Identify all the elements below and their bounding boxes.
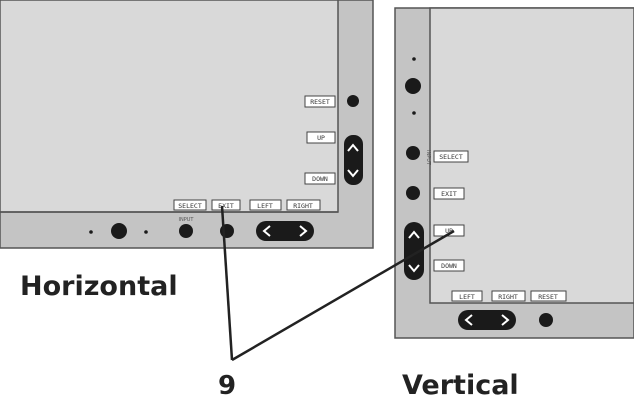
horizontal-label-box-exit [211, 199, 241, 211]
horizontal-label-box-up [306, 131, 336, 144]
horizontal-updown-rocker [344, 135, 363, 185]
horizontal-label-right: RIGHT [293, 202, 313, 210]
horizontal-label-exit: EXIT [218, 202, 234, 210]
chevron-down-icon [347, 169, 359, 178]
vertical-label-box-down [433, 259, 465, 272]
vertical-power-button [405, 78, 421, 94]
vertical-label-box-select [433, 150, 469, 163]
vertical-label-select: SELECT [439, 153, 463, 161]
horizontal-label-down: DOWN [312, 175, 328, 183]
horizontal-monitor: RESET UP DOWN SELECT EXIT LEFT RIGHT INP… [0, 0, 374, 249]
vertical-monitor: INPUT SELECT EXIT UP DOWN LEFT RIGHT RES… [394, 7, 634, 339]
horizontal-label-select: SELECT [178, 202, 202, 210]
vertical-exit-button [406, 186, 420, 200]
vertical-label-reset: RESET [538, 293, 558, 301]
vertical-label-down: DOWN [441, 262, 457, 270]
horizontal-label-box-down [304, 172, 336, 185]
vertical-select-button [406, 146, 420, 160]
chevron-down-icon [408, 264, 420, 273]
horizontal-label-left: LEFT [257, 202, 273, 210]
chevron-left-icon [262, 225, 271, 237]
horizontal-reset-button [347, 95, 359, 107]
horizontal-label-reset: RESET [310, 98, 330, 106]
vertical-label-box-left [451, 290, 483, 302]
callout-line-vertical-up [231, 229, 455, 362]
horizontal-label-box-right [286, 199, 321, 211]
vertical-label-box-exit [433, 187, 465, 200]
vertical-label-box-right [491, 290, 526, 302]
vertical-reset-button [539, 313, 553, 327]
horizontal-label-box-select [173, 199, 207, 211]
horizontal-label-box-reset [304, 95, 336, 108]
callout-lines [220, 205, 455, 362]
vertical-screen [429, 7, 634, 304]
horizontal-label-box-left [249, 199, 282, 211]
horizontal-select-button [179, 224, 193, 238]
callout-number: 9 [218, 371, 236, 401]
vertical-label-left: LEFT [459, 293, 475, 301]
chevron-up-icon [347, 143, 359, 152]
vertical-caption: Vertical [402, 370, 519, 401]
vertical-leftright-rocker [458, 310, 516, 330]
vertical-input-label: INPUT [425, 150, 431, 166]
horizontal-screen [0, 0, 339, 213]
chevron-up-icon [408, 230, 420, 239]
chevron-left-icon [464, 314, 473, 326]
callout-line-horizontal-exit [220, 205, 234, 361]
vertical-label-exit: EXIT [441, 190, 457, 198]
horizontal-led-dot-2 [144, 230, 148, 234]
horizontal-input-label: INPUT [179, 217, 195, 223]
horizontal-leftright-rocker [256, 221, 314, 241]
vertical-label-box-up [433, 224, 465, 237]
chevron-right-icon [501, 314, 510, 326]
horizontal-caption: Horizontal [20, 271, 178, 302]
vertical-label-up: UP [445, 227, 453, 235]
horizontal-label-up: UP [317, 134, 325, 142]
chevron-right-icon [299, 225, 308, 237]
vertical-label-right: RIGHT [498, 293, 518, 301]
horizontal-led-dot [89, 230, 93, 234]
vertical-label-box-reset [530, 290, 567, 302]
vertical-led-dot-2 [412, 111, 416, 115]
horizontal-power-button [111, 223, 127, 239]
vertical-led-dot [412, 57, 416, 61]
